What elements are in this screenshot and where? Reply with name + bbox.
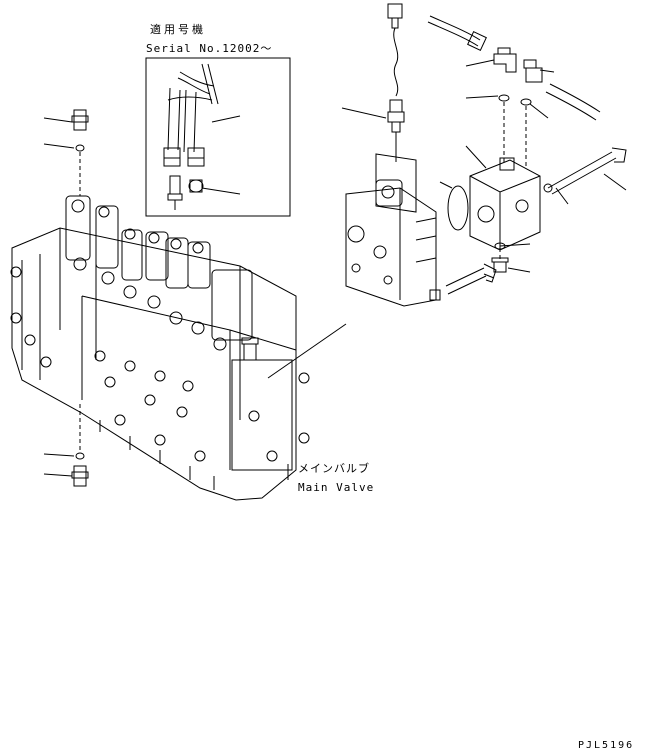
left-fittings [44,110,88,486]
drawing-code: PJL5196 [578,740,635,751]
main-valve-body [11,196,309,500]
main-valve-label-jp: メインバルブ [298,462,370,475]
sensor-assembly [342,4,404,162]
right-assembly [428,16,626,272]
connection-leader [268,324,346,378]
applicable-model-label: 適用号機 [150,23,206,36]
serial-inset-box [146,58,290,216]
valve-block [346,154,496,306]
main-valve-label-en: Main Valve [298,481,375,494]
serial-number-label: Serial No.12002～ [146,42,273,55]
